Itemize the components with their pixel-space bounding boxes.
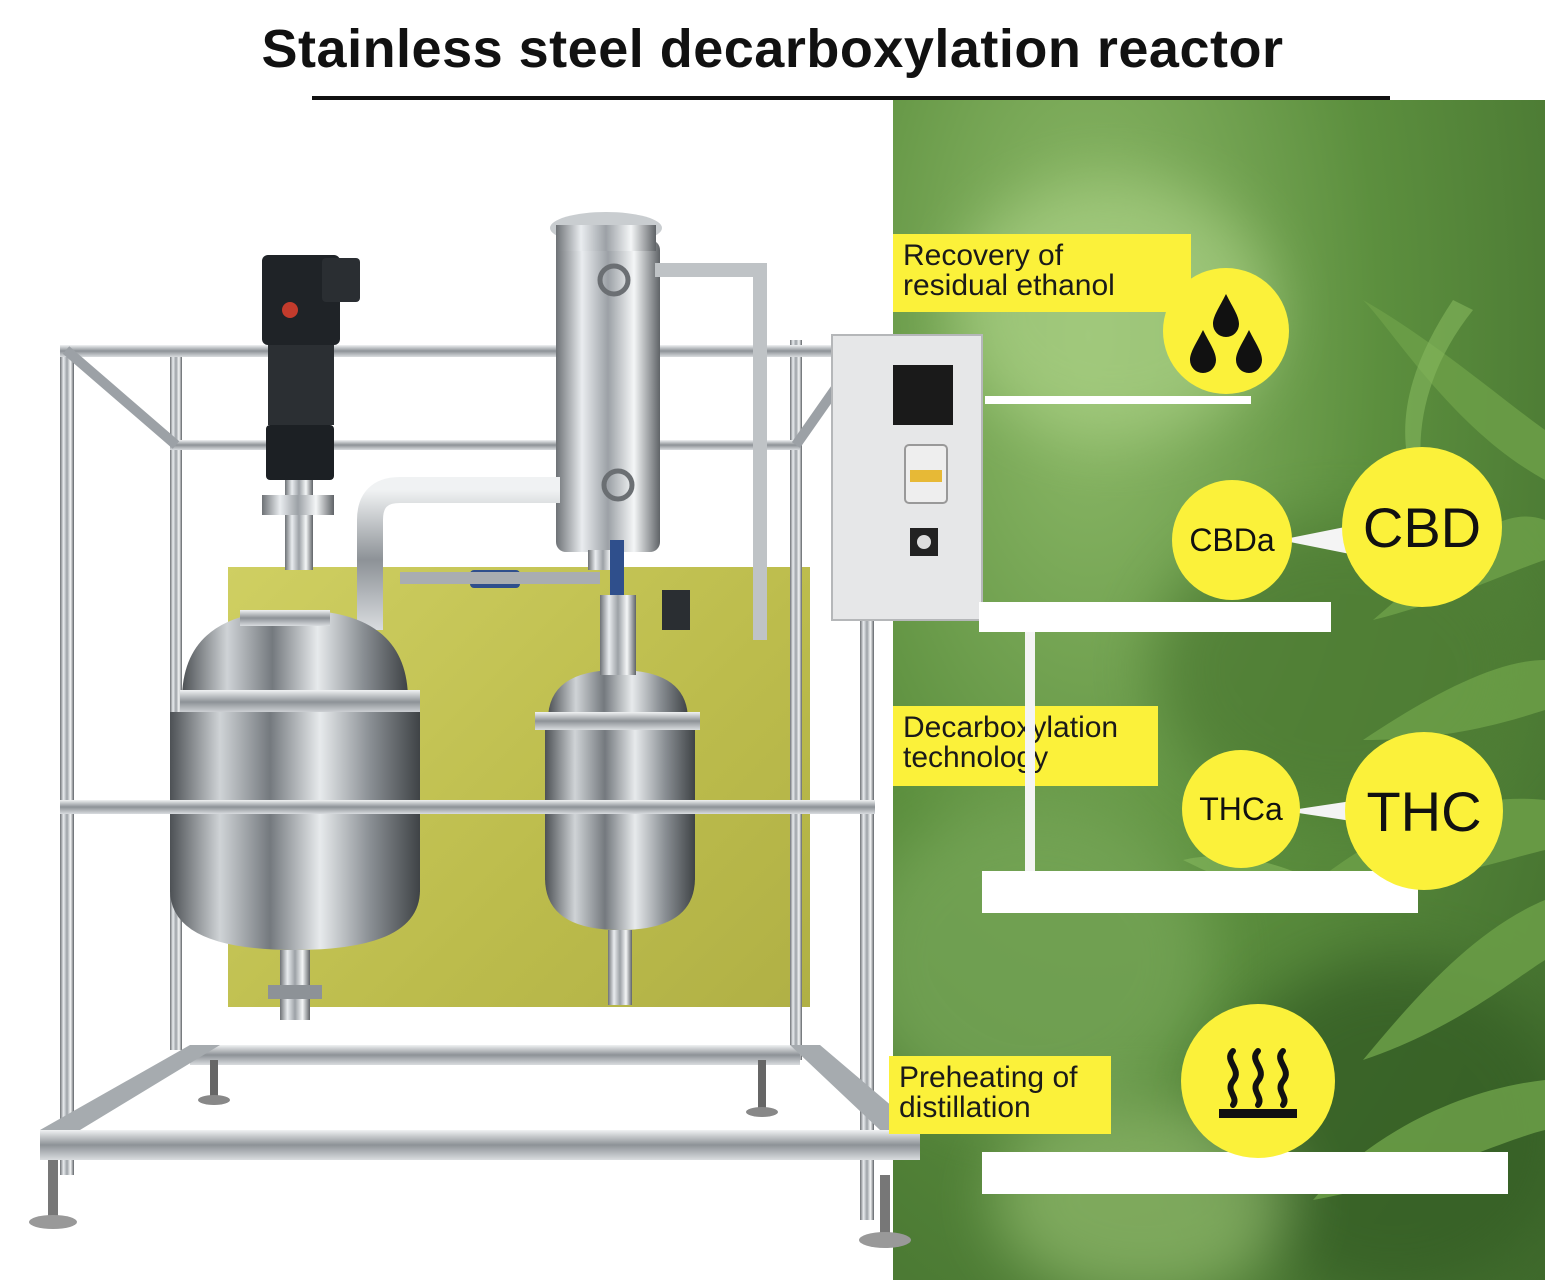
cbd-connector-arrow: [1280, 524, 1360, 556]
title-underline: [312, 96, 1390, 100]
label-recovery: Recovery of residual ethanol: [893, 234, 1191, 312]
page-title: Stainless steel decarboxylation reactor: [261, 19, 1284, 79]
cbda-circle: CBDa: [1172, 480, 1292, 600]
thc-bar: [982, 871, 1418, 913]
thc-circle: THC: [1345, 732, 1503, 890]
recovery-bar: [985, 396, 1251, 404]
heat-waves-icon: [1219, 1048, 1297, 1118]
three-droplets-icon: [1190, 294, 1262, 373]
reactor-machine-image: [29, 212, 983, 1248]
cbd-circle: CBD: [1342, 447, 1502, 607]
label-preheating: Preheating of distillation: [889, 1056, 1111, 1134]
decarb-connector-vertical: [1025, 632, 1035, 872]
heat-circle: [1181, 1004, 1335, 1158]
preheating-bar: [982, 1152, 1508, 1194]
cbd-bar: [979, 602, 1331, 632]
thca-circle: THCa: [1182, 750, 1300, 868]
droplets-circle: [1163, 268, 1289, 394]
